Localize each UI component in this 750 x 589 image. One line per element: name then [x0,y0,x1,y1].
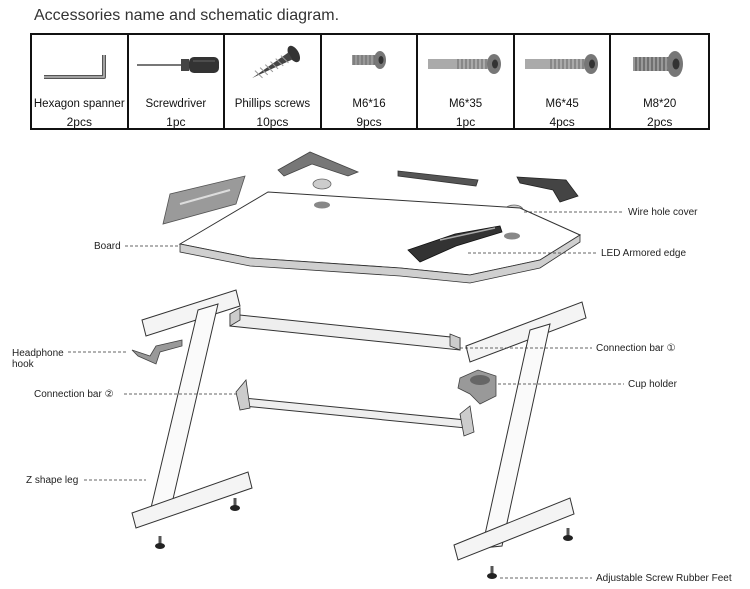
label-headphone-hook-1: Headphone [12,348,64,359]
accessories-table: Hexagon spanner 2pcs Screwdriver 1pc Phi… [30,33,710,130]
accessory-name: M6*35 [448,98,483,110]
accessory-name: M6*45 [545,98,579,110]
accessory-qty: 9pcs [356,115,382,129]
hex-key-icon [44,55,106,79]
right-z-leg [453,301,587,561]
accessory-name: M8*20 [643,98,677,110]
bolt-icon [633,51,684,77]
label-led-armored-edge: LED Armored edge [601,248,686,259]
wood-screw-icon [252,45,301,79]
screwdriver-icon [136,57,219,73]
accessory-name: Screwdriver [145,98,207,110]
label-board: Board [94,241,121,252]
accessory-screwdriver: Screwdriver 1pc [129,35,226,129]
front-corner-armor [277,151,360,177]
left-side-armor [162,175,246,225]
accessory-hexagon-spanner: Hexagon spanner 2pcs [32,35,129,129]
accessory-m6-16: M6*16 9pcs [322,35,419,129]
accessory-qty: 4pcs [549,115,575,129]
accessory-qty: 2pcs [647,115,673,129]
bolt-icon [524,54,598,74]
accessory-name: Hexagon spanner [33,98,125,110]
label-rubber-feet: Adjustable Screw Rubber Feet [596,573,732,584]
exploded-view-diagram: Board Headphone hook Connection bar ② Z … [12,151,732,584]
accessory-qty: 2pcs [66,115,92,129]
desk-board [178,191,582,284]
page-title: Accessories name and schematic diagram. [34,7,340,24]
connection-bar-2 [235,379,475,437]
accessory-m6-45: M6*45 4pcs [515,35,612,129]
accessory-qty: 1pc [166,115,186,129]
accessory-name: M6*16 [352,98,386,110]
led-armored-edge [407,225,503,263]
right-rear-armor [397,170,479,187]
bolt-icon [428,54,502,74]
left-z-leg [131,289,253,529]
label-wire-hole-cover: Wire hole cover [628,207,698,218]
label-connection-bar-1: Connection bar ① [596,343,676,354]
accessory-phillips-screws: Phillips screws 10pcs [225,35,322,129]
right-corner-armor [516,176,579,203]
label-headphone-hook-2: hook [12,359,35,370]
accessory-m6-35: M6*35 1pc [418,35,515,129]
cup-holder [457,369,497,405]
label-z-shape-leg: Z shape leg [26,475,78,486]
label-connection-bar-2: Connection bar ② [34,389,114,400]
wire-hole-cover-left [312,178,332,190]
rubber-feet [155,498,573,579]
bolt-icon [351,51,386,69]
label-cup-holder: Cup holder [628,379,678,390]
accessory-m8-20: M8*20 2pcs [611,35,708,129]
accessory-qty: 10pcs [256,115,289,129]
headphone-hook [131,339,183,365]
accessory-qty: 1pc [455,115,476,129]
accessory-name: Phillips screws [234,98,311,110]
connection-bar-1 [229,307,461,351]
